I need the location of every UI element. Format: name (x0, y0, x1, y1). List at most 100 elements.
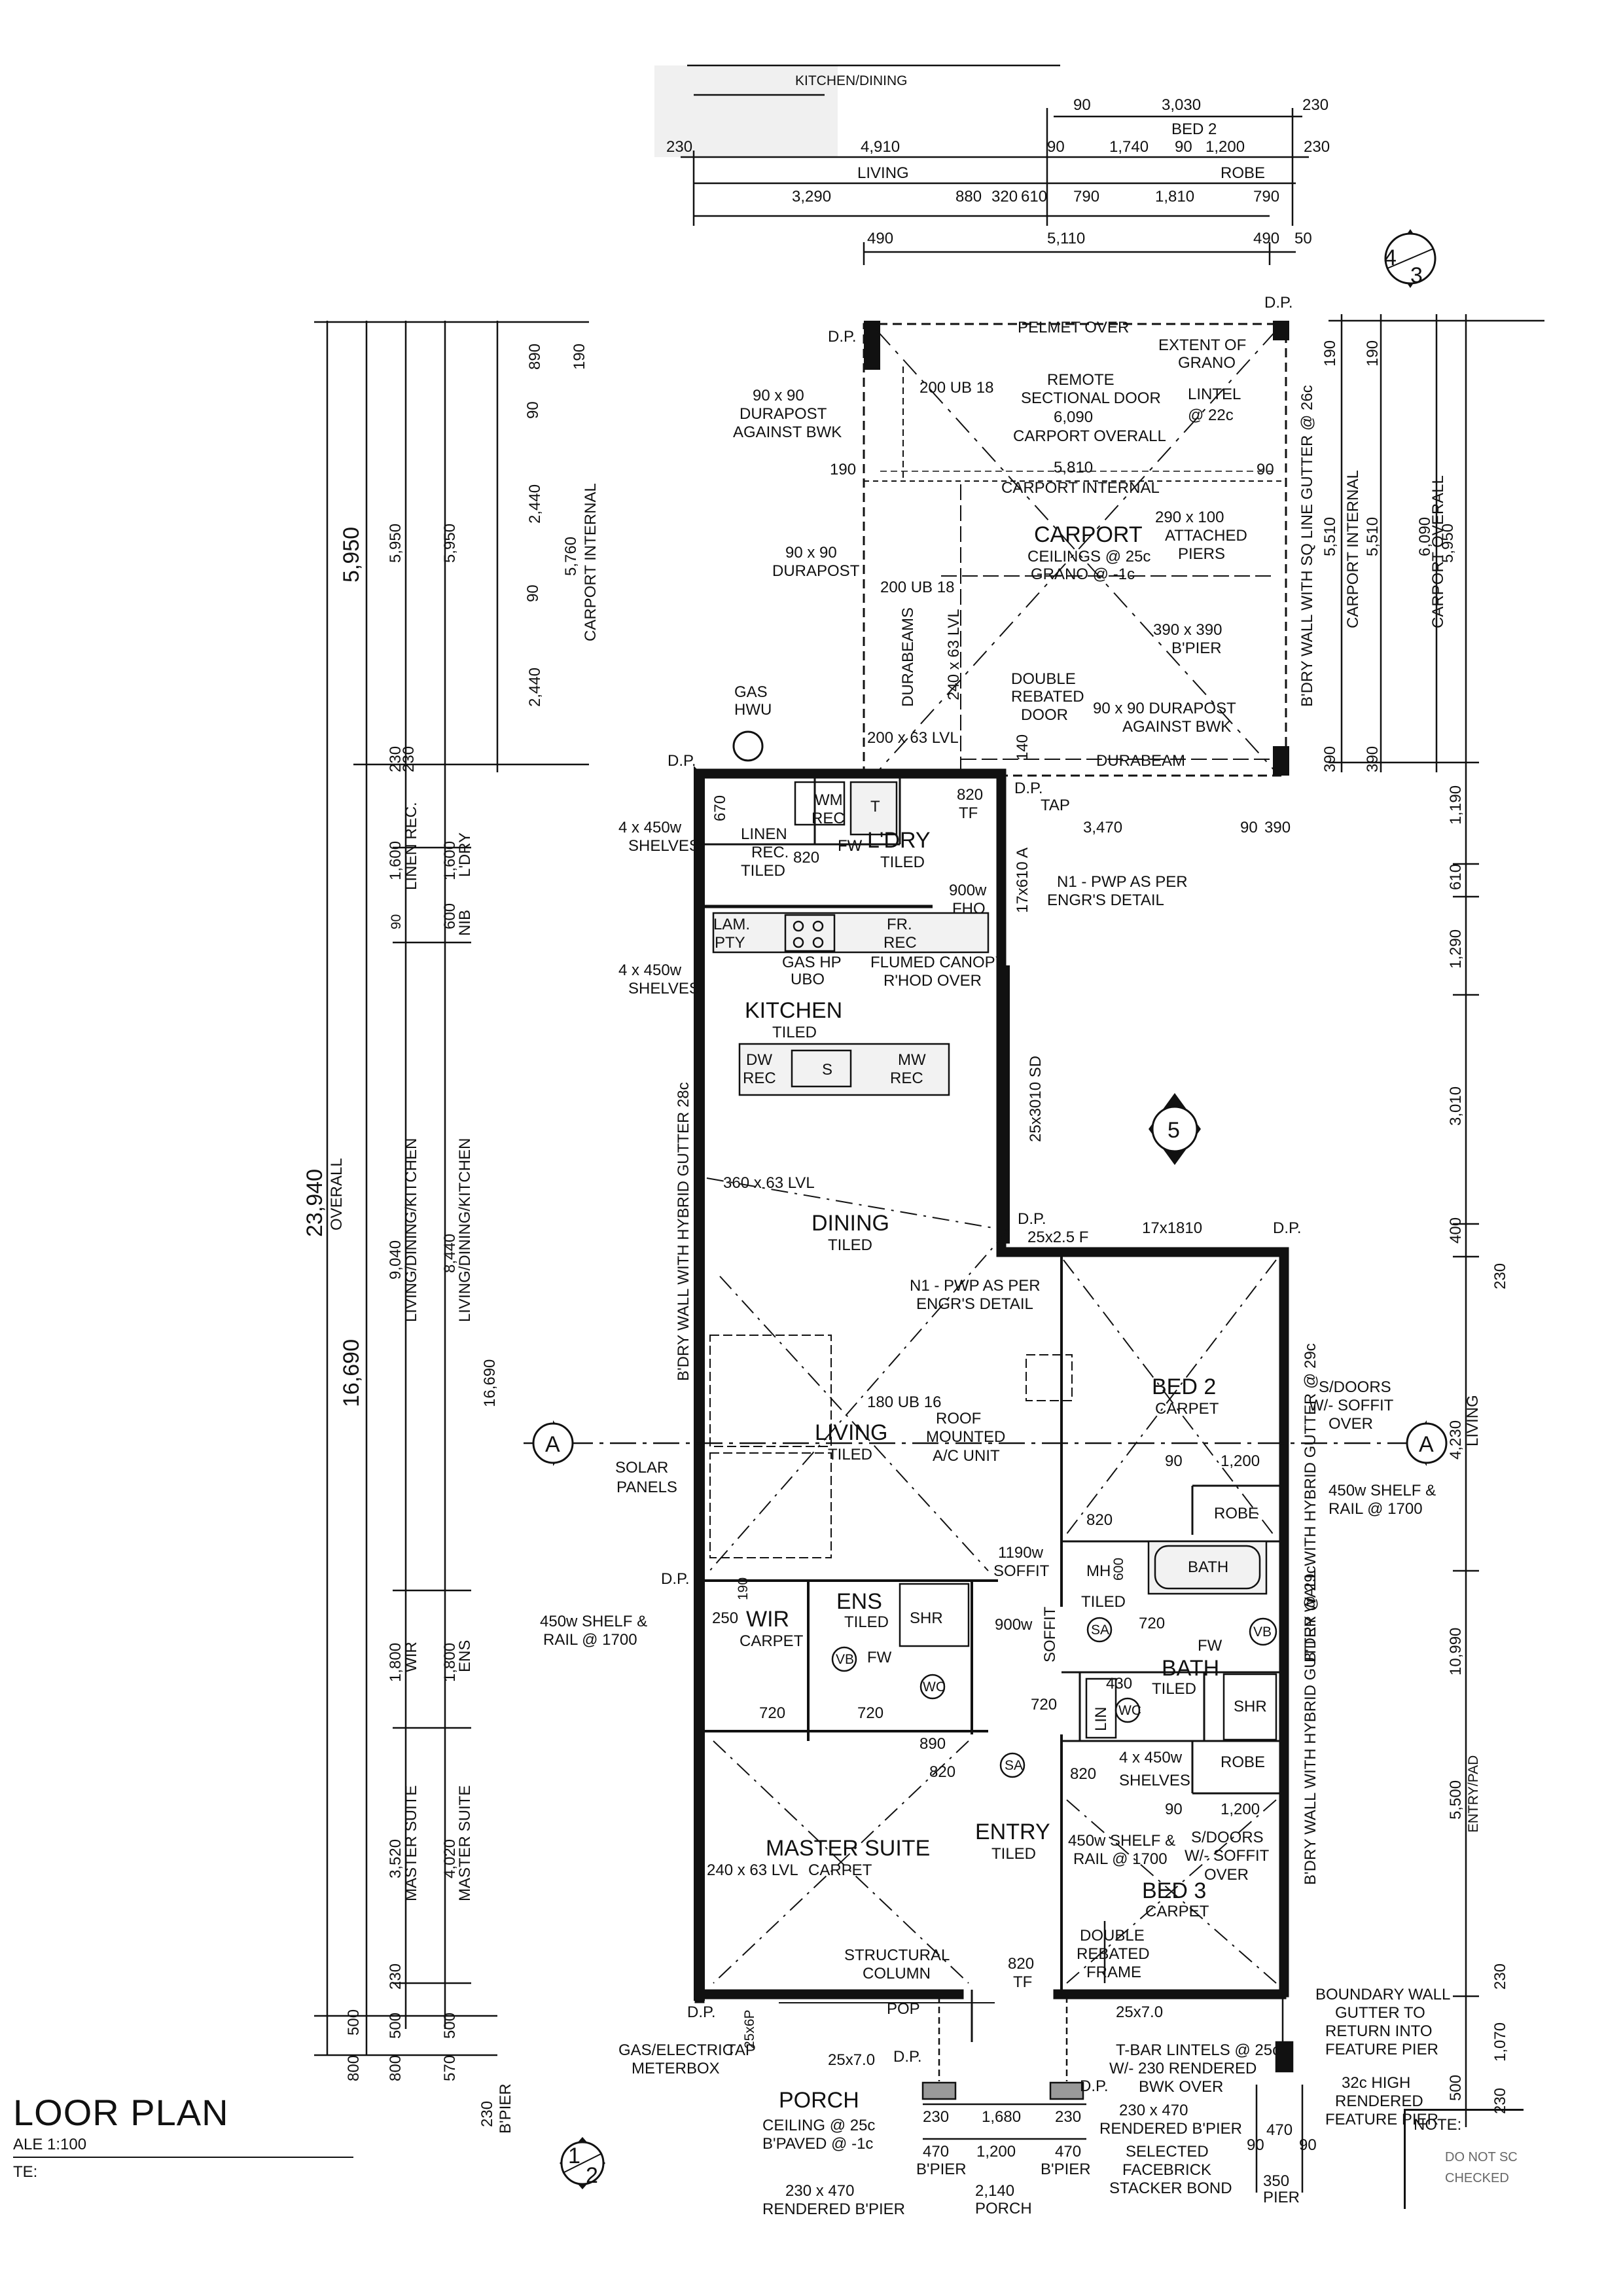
carport-internal: CARPORT INTERNAL (1001, 479, 1160, 497)
linen-2: REC. (751, 844, 789, 861)
section-num-4: 4 (1384, 245, 1397, 270)
bed3-shelves-2: SHELVES (1119, 1772, 1190, 1789)
carport-sectional: SECTIONAL DOOR (1021, 389, 1161, 407)
ldry-390: 390 (1264, 819, 1291, 836)
rc2-190: 190 (1364, 340, 1382, 367)
rc2-390: 390 (1364, 746, 1382, 772)
roof-lines (706, 1177, 1277, 1984)
porch-25x7a: 25x7.0 (1116, 2003, 1163, 2021)
living-title: LIVING (815, 1420, 887, 1445)
ldry-tap: TAP (1041, 797, 1070, 814)
col3-ldry: L'DRY (456, 833, 474, 877)
rc3-living: LIVING (1464, 1395, 1482, 1446)
porch-dp3: D.P. (1080, 2077, 1109, 2095)
master-lvl: 240 x 63 LVL (707, 1861, 798, 1879)
bath-shr: SHR (1234, 1698, 1267, 1715)
dim-living-230b: 230 (1304, 138, 1330, 156)
porch-bpier1: B'PIER (916, 2161, 967, 2178)
dim-left-16690: 16,690 (339, 1339, 364, 1407)
col4-890: 890 (526, 344, 544, 370)
soffit-1190-lbl: SOFFIT (993, 1562, 1050, 1580)
carport-extent: EXTENT OF (1158, 336, 1246, 354)
master-pop: POP (887, 2000, 920, 2018)
bed3-sd3: OVER (1204, 1866, 1249, 1884)
ens-890: 890 (919, 1735, 946, 1753)
section-marker-5: 5 (1149, 1093, 1201, 1165)
chain-880: 880 (955, 188, 982, 206)
rpier-2: RENDERED B'PIER (1099, 2120, 1242, 2138)
dim-overall-label: OVERALL (328, 1158, 346, 1230)
rc2-5510: 5,510 (1364, 517, 1382, 556)
rc3-400: 400 (1447, 1217, 1465, 1244)
col2-master-label: MASTER SUITE (402, 1785, 420, 1901)
ens-shelf2: RAIL @ 1700 (543, 1631, 637, 1649)
rc3-500: 500 (1447, 2075, 1465, 2101)
ldry-tiled: TILED (880, 853, 925, 871)
left-dim-labels: 23,940 OVERALL 5,950 16,690 5,950 230 1,… (302, 344, 599, 2134)
rc3-3010: 3,010 (1447, 1086, 1465, 1126)
col4-2440a: 2,440 (526, 484, 544, 524)
section-ref-2: 2 (586, 2163, 598, 2188)
porch-90a: 90 (1247, 2136, 1264, 2154)
ld-win2: 17x1810 (1142, 1219, 1202, 1237)
dim-bed2-90: 90 (1073, 96, 1091, 114)
overall-490b: 490 (1253, 230, 1279, 247)
col2-1600: 1,600 (387, 841, 404, 880)
dbl-door-2: REBATED (1011, 688, 1084, 706)
entry-tiled: TILED (991, 1845, 1036, 1863)
col2-3520: 3,520 (387, 1839, 404, 1878)
ldry-title: L'DRY (867, 828, 931, 853)
chain-320: 320 (991, 188, 1018, 206)
carport-ub-mid: 200 UB 18 (880, 579, 954, 596)
porch-470a: 470 (923, 2143, 949, 2161)
col4-2440b: 2,440 (526, 668, 544, 707)
carport-5810: 5,810 (1054, 459, 1093, 476)
porch-lbl: PORCH (975, 2200, 1032, 2217)
bath-720b: 720 (1031, 1696, 1057, 1713)
porch-dp2: D.P. (893, 2048, 922, 2066)
porch-bpier2: B'PIER (1041, 2161, 1091, 2178)
ldry-window: 17x610 A (1014, 848, 1031, 913)
bed2-90: 90 (1165, 1452, 1183, 1470)
dw-1: DW (746, 1051, 772, 1069)
dim-living-230a: 230 (666, 138, 692, 156)
solar-1: SOLAR (615, 1459, 668, 1477)
ld-lvl: 360 x 63 LVL (723, 1174, 815, 1192)
ens-soffit-1: 900w (995, 1616, 1033, 1634)
gas-hwu-1: GAS (734, 683, 768, 701)
wir-carpet: CARPET (740, 1632, 804, 1650)
ld-n1b: ENGR'S DETAIL (916, 1295, 1033, 1313)
bath-lin: LIN (1092, 1707, 1110, 1731)
porch-25x7b: 25x7.0 (828, 2051, 875, 2069)
porch-350: 350 (1263, 2172, 1289, 2190)
porch-230b: 230 (1055, 2108, 1081, 2126)
sel-2: FACEBRICK (1122, 2161, 1211, 2179)
ldry-3470: 3,470 (1083, 819, 1122, 836)
porch-230a: 230 (923, 2108, 949, 2126)
porch-pier: PIER (1263, 2189, 1300, 2206)
section-num-5: 5 (1168, 1118, 1180, 1143)
dining-title: DINING (812, 1211, 889, 1236)
bath-title: BATH (1162, 1656, 1219, 1681)
dim-left-5950: 5,950 (339, 527, 364, 583)
kit-sd: 25x3010 SD (1027, 1056, 1044, 1142)
post3-a: 90 x 90 DURAPOST (1093, 700, 1236, 717)
right-dimension-lines (1329, 314, 1544, 2127)
overall-490a: 490 (867, 230, 893, 247)
post2-a: 90 x 90 (785, 544, 837, 562)
bed3-shelves-1: 4 x 450w (1119, 1749, 1183, 1767)
bath-sa: SA (1091, 1623, 1109, 1638)
col4-90a: 90 (524, 401, 542, 419)
dim-living-label: LIVING (857, 164, 909, 182)
rc1-5510: 5,510 (1321, 517, 1339, 556)
bed3-gutter: B'DRY WALL WITH HYBRID GUTTER @ 29c (1302, 1566, 1319, 1885)
col2-5950: 5,950 (387, 524, 404, 563)
col3-living-label: LIVING/DINING/KITCHEN (456, 1138, 474, 1322)
master-title: MASTER SUITE (766, 1836, 930, 1861)
fr-1: FR. (887, 916, 912, 933)
col3-ens: ENS (456, 1640, 474, 1672)
carport-lintel-at: @ 22c (1188, 406, 1234, 424)
master-labels: MASTER SUITE CARPET 240 x 63 LVL STRUCTU… (707, 1758, 1050, 2018)
entry-tf: TF (1013, 1973, 1032, 1991)
